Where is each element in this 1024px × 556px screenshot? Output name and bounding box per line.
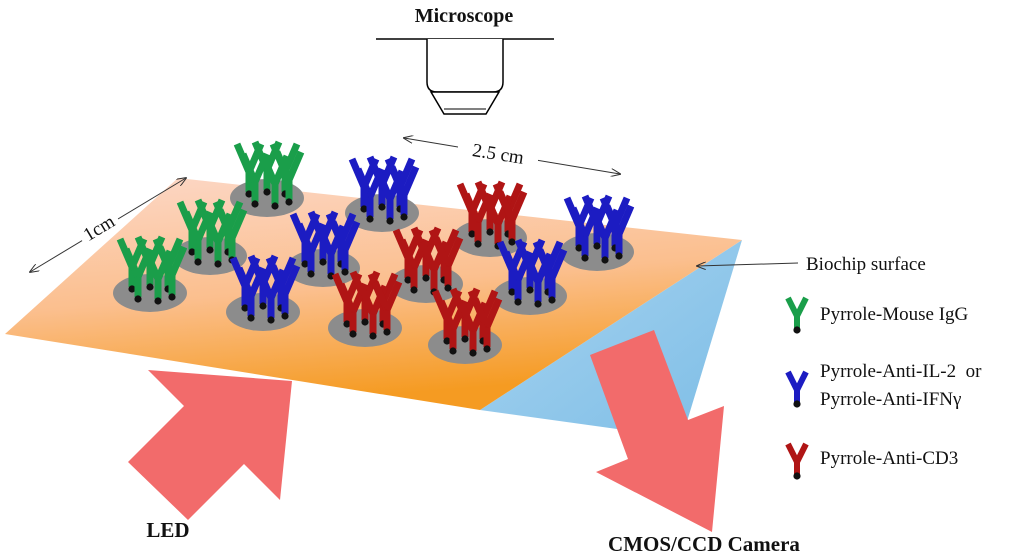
- spot-blue: [560, 194, 635, 271]
- legend-label: Pyrrole-Anti-IL-2 or: [820, 361, 982, 382]
- antibody-spots: [113, 140, 635, 364]
- camera-label: CMOS/CCD Camera: [608, 532, 800, 556]
- antibody-y-icon: [785, 370, 809, 408]
- led-label: LED: [146, 518, 189, 542]
- prism: [480, 240, 742, 438]
- legend-label: Pyrrole-Anti-IFNγ: [820, 389, 961, 410]
- antibody-icon: [269, 264, 301, 320]
- spot-red: [328, 270, 403, 347]
- surface-pointer-arrow: [697, 263, 799, 266]
- spot-blue: [345, 155, 420, 232]
- microscope: Microscope: [376, 5, 554, 115]
- legend-label: Pyrrole-Mouse IgG: [820, 304, 969, 325]
- led-arrow: LED: [128, 370, 292, 542]
- antibody-icon: [202, 212, 234, 268]
- antibody-icon: [496, 190, 528, 246]
- antibody-icon: [603, 204, 635, 260]
- antibody-y-icon: [785, 442, 809, 480]
- legend-label: Pyrrole-Anti-CD3: [820, 448, 958, 469]
- microscope-objective: [429, 91, 501, 115]
- antibody-icon: [329, 220, 361, 276]
- led-arrow-shape: [128, 370, 292, 520]
- antibody-icon: [371, 280, 403, 336]
- legend-item: Pyrrole-Mouse IgG: [785, 296, 969, 334]
- camera-arrow-shape: [590, 330, 724, 532]
- spot-blue: [493, 238, 568, 315]
- depth-label-bg: [75, 207, 123, 249]
- antibody-icon: [259, 154, 291, 210]
- legend-item: Pyrrole-Anti-CD3: [785, 442, 958, 480]
- microscope-label: Microscope: [415, 5, 514, 27]
- surface-label: Biochip surface: [806, 254, 926, 275]
- spot-green: [173, 198, 248, 275]
- antibody-icon: [536, 248, 568, 304]
- antibody-icon: [295, 222, 327, 278]
- antibody-icon: [471, 297, 503, 353]
- dimension-width: 2.5 cm: [404, 138, 620, 174]
- legend-item: Pyrrole-Anti-IL-2 or Pyrrole-Anti-IFNγ: [785, 361, 982, 410]
- width-label-bg: [458, 143, 538, 165]
- spot-green: [230, 140, 305, 217]
- spot-red: [453, 180, 528, 257]
- surface-callout: Biochip surface: [697, 254, 926, 275]
- spot-red: [389, 226, 464, 303]
- spot-blue: [226, 254, 301, 331]
- antibody-icon: [273, 150, 305, 206]
- camera-arrow: CMOS/CCD Camera: [590, 330, 800, 556]
- spot-blue: [286, 210, 361, 287]
- microscope-body: [426, 39, 504, 93]
- spot-red: [428, 287, 503, 364]
- antibody-icon: [432, 236, 464, 292]
- antibody-y-icon: [785, 296, 809, 334]
